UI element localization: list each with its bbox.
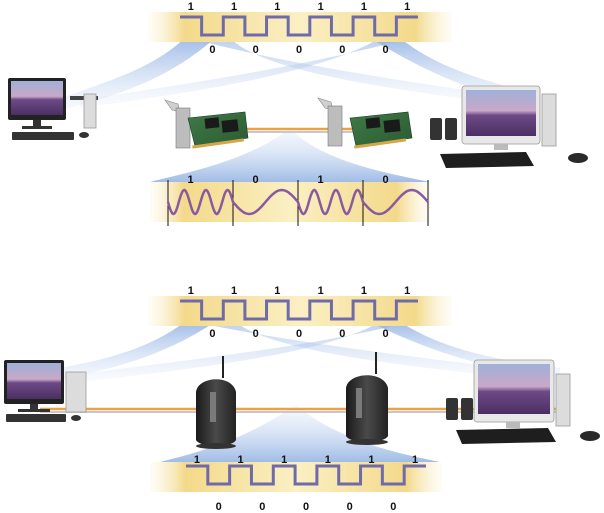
top-upper-bit-zero-label: 0 [339, 44, 345, 56]
modem-left [196, 356, 236, 449]
top-upper-bit-one-label: 1 [231, 1, 237, 13]
modem-right [346, 352, 388, 445]
bottom-lower-bit-one-label: 1 [237, 454, 243, 466]
top-upper-bit-one-label: 1 [188, 1, 194, 13]
top-lower-bit-label: 1 [187, 174, 193, 186]
bottom-lower-bit-zero-label: 0 [347, 501, 353, 513]
bottom-lower-bit-one-label: 1 [412, 454, 418, 466]
beam-bottom-cross-b [60, 322, 410, 384]
bottom-upper-bit-one-label: 1 [188, 285, 194, 297]
bottom-lower-bit-zero-label: 0 [390, 501, 396, 513]
bottom-upper-bit-one-label: 1 [361, 285, 367, 297]
top-upper-bit-one-label: 1 [404, 1, 410, 13]
bottom-upper-bit-one-label: 1 [231, 285, 237, 297]
top-upper-bit-zero-label: 0 [382, 44, 388, 56]
bottom-lower-bit-one-label: 1 [325, 454, 331, 466]
bottom-panel: 1 0 1 0 1 0 1 0 1 0 1 [4, 285, 600, 513]
bottom-lower-bit-one-label: 1 [194, 454, 200, 466]
top-upper-bit-zero-label: 0 [253, 44, 259, 56]
beam-top-cross-a [190, 38, 520, 106]
top-upper-bit-one-label: 1 [361, 1, 367, 13]
bottom-lower-bit-zero-label: 0 [259, 501, 265, 513]
bottom-upper-bit-zero-label: 0 [382, 328, 388, 340]
bottom-lower-bit-zero-label: 0 [216, 501, 222, 513]
beam-bottom-left [40, 322, 215, 382]
bottom-lower-bit-one-label: 1 [368, 454, 374, 466]
beam-top-lower [150, 128, 430, 182]
right-computer-top [430, 85, 588, 168]
bottom-upper-bit-zero-label: 0 [253, 328, 259, 340]
bottom-upper-bit-zero-label: 0 [209, 328, 215, 340]
top-lower-analog-wave [166, 188, 429, 216]
left-computer-bottom [4, 360, 87, 422]
bottom-lower-bit-zero-label: 0 [303, 501, 309, 513]
beam-bottom-cross-a [195, 322, 540, 380]
top-lower-band [150, 182, 430, 222]
left-computer-top [8, 78, 98, 140]
bottom-lower-bit-one-label: 1 [281, 454, 287, 466]
bottom-upper-bit-one-label: 1 [404, 285, 410, 297]
bottom-upper-bit-one-label: 1 [318, 285, 324, 297]
top-lower-bit-label: 0 [252, 174, 258, 186]
beam-top-cross-b [80, 38, 410, 108]
top-upper-bit-zero-label: 0 [296, 44, 302, 56]
bottom-upper-bit-zero-label: 0 [339, 328, 345, 340]
top-upper-bit-one-label: 1 [274, 1, 280, 13]
beam-top-left [62, 38, 215, 110]
top-upper-bit-zero-label: 0 [209, 44, 215, 56]
top-panel: 1 0 1 0 1 0 1 0 1 0 1 [8, 1, 588, 226]
nic-card-right [317, 97, 413, 149]
bottom-upper-bit-zero-label: 0 [296, 328, 302, 340]
nic-card-left [164, 99, 249, 149]
right-computer-bottom [446, 359, 600, 444]
top-upper-bit-one-label: 1 [318, 1, 324, 13]
bottom-upper-bit-one-label: 1 [274, 285, 280, 297]
bottom-upper-square-wave [180, 299, 418, 321]
bottom-lower-square-wave [186, 464, 426, 486]
top-lower-bit-label: 1 [317, 174, 323, 186]
top-upper-square-wave [180, 15, 418, 37]
top-lower-bit-label: 0 [382, 174, 388, 186]
